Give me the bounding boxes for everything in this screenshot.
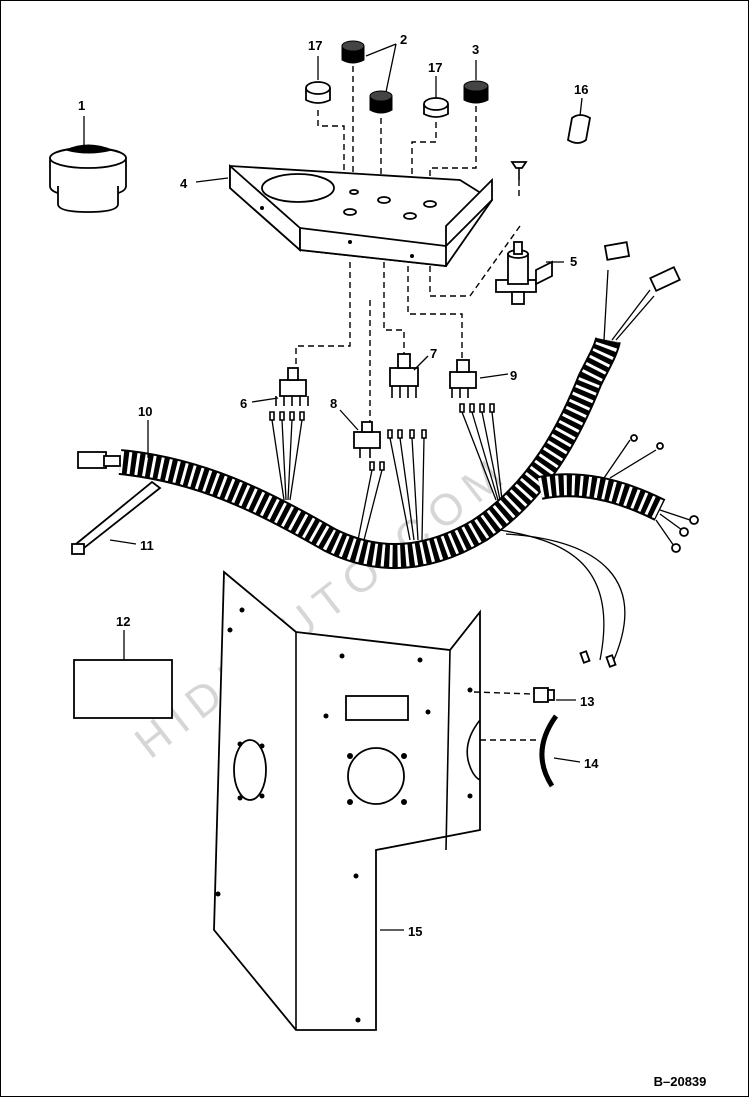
part-3-knob xyxy=(463,80,489,104)
leader-lines xyxy=(83,43,583,931)
part-2-knob-right xyxy=(369,90,393,114)
part-1-knob xyxy=(49,144,127,213)
part-17-cap-left xyxy=(305,81,331,104)
diagram-reference-number: B–20839 xyxy=(654,1074,707,1089)
callout-6: 6 xyxy=(240,396,247,411)
callout-11: 11 xyxy=(140,538,154,553)
part-11-cable-tie xyxy=(71,480,162,555)
callout-9: 9 xyxy=(510,368,517,383)
part-17-cap-right xyxy=(423,97,449,118)
part-2-knob-left xyxy=(341,40,365,64)
callout-7: 7 xyxy=(430,346,437,361)
part-4-bracket xyxy=(229,164,494,268)
callout-15: 15 xyxy=(408,924,422,939)
part-5-switch xyxy=(495,241,553,305)
callout-3: 3 xyxy=(472,42,479,57)
part-7-rotary-switch xyxy=(389,353,419,398)
callout-2: 2 xyxy=(400,32,407,47)
part-14-grommet xyxy=(480,714,559,788)
part-12-decal xyxy=(73,659,173,719)
callout-5: 5 xyxy=(570,254,577,269)
part-9-rotary-switch xyxy=(449,359,477,398)
part-16-lamp xyxy=(567,114,591,144)
callout-13: 13 xyxy=(580,694,594,709)
callout-4: 4 xyxy=(180,176,188,191)
part-10-wire-harness xyxy=(77,241,699,668)
callout-1: 1 xyxy=(78,98,85,113)
bracket-screw xyxy=(510,161,528,180)
part-6-rotary-switch xyxy=(275,367,309,406)
callout-14: 14 xyxy=(584,756,599,771)
switch-alignment-lines xyxy=(295,225,521,428)
part-15-panel xyxy=(213,570,481,1031)
part-8-rotary-switch xyxy=(353,421,381,458)
callout-17-left: 17 xyxy=(308,38,322,53)
part-13-bolt xyxy=(473,687,555,703)
callout-12: 12 xyxy=(116,614,130,629)
callout-labels: 1 2 3 4 5 6 7 8 9 10 11 12 13 14 15 16 1… xyxy=(78,32,599,939)
callout-17-right: 17 xyxy=(428,60,442,75)
callout-8: 8 xyxy=(330,396,337,411)
callout-10: 10 xyxy=(138,404,152,419)
callout-16: 16 xyxy=(574,82,588,97)
switch-lead-wires xyxy=(269,403,503,541)
